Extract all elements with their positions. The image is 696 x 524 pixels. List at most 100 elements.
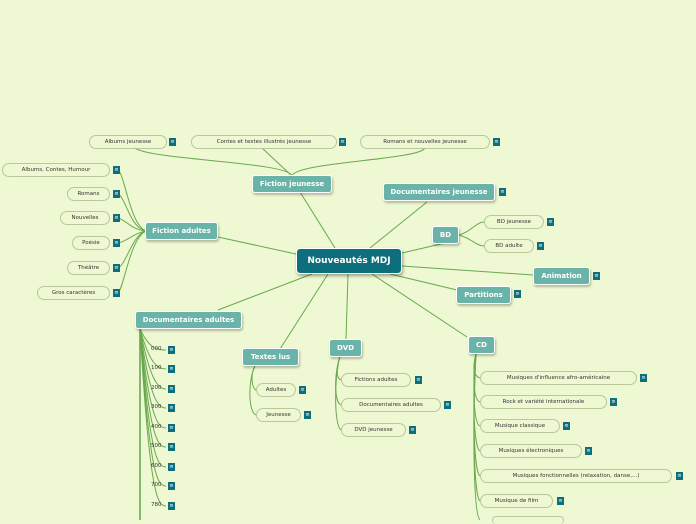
leaf-dvd-jeunesse[interactable]: DVD jeunesse	[341, 423, 406, 437]
leaf-label: 100	[151, 365, 162, 371]
branch-label: CD	[476, 341, 487, 349]
note-icon[interactable]: ≡	[113, 214, 120, 222]
note-icon[interactable]: ≡	[168, 385, 175, 393]
branch-documentaires-adultes[interactable]: Documentaires adultes	[135, 311, 242, 329]
leaf-doc-500[interactable]: 500	[151, 443, 162, 449]
leaf-label: Romans et nouvelles jeunesse	[383, 139, 467, 145]
leaf-label: Gros caractères	[51, 290, 96, 296]
note-icon[interactable]: ≡	[499, 188, 506, 196]
leaf-cd-electroniques[interactable]: Musiques électroniques	[480, 444, 582, 458]
note-icon[interactable]: ≡	[113, 239, 120, 247]
leaf-doc-000[interactable]: 000	[151, 346, 162, 352]
leaf-doc-100[interactable]: 100	[151, 365, 162, 371]
branch-fiction-jeunesse[interactable]: Fiction jeunesse	[252, 175, 332, 193]
note-icon[interactable]: ≡	[676, 472, 683, 480]
branch-textes-lus[interactable]: Textes lus	[242, 348, 299, 366]
leaf-doc-300[interactable]: 300	[151, 404, 162, 410]
leaf-label: 780	[151, 502, 162, 508]
branch-dvd[interactable]: DVD	[329, 339, 362, 357]
branch-label: Partitions	[464, 291, 503, 299]
leaf-romans-jeunesse[interactable]: Romans et nouvelles jeunesse	[360, 135, 490, 149]
branch-bd[interactable]: BD	[432, 226, 459, 244]
leaf-doc-700[interactable]: 700	[151, 482, 162, 488]
branch-label: Animation	[541, 272, 582, 280]
leaf-dvd-fictions-adultes[interactable]: Fictions adultes	[341, 373, 411, 387]
note-icon[interactable]: ≡	[168, 404, 175, 412]
branch-fiction-adultes[interactable]: Fiction adultes	[145, 222, 218, 240]
note-icon[interactable]: ≡	[415, 376, 422, 384]
note-icon[interactable]: ≡	[557, 497, 564, 505]
note-icon[interactable]: ≡	[168, 443, 175, 451]
leaf-label: Albums, Contes, Humour	[21, 167, 91, 173]
branch-animation[interactable]: Animation	[533, 267, 590, 285]
note-icon[interactable]: ≡	[304, 411, 311, 419]
note-icon[interactable]: ≡	[299, 386, 306, 394]
leaf-romans[interactable]: Romans	[67, 187, 110, 201]
leaf-label: Musiques électroniques	[498, 448, 564, 454]
leaf-label: Musique de film	[494, 498, 539, 504]
branch-label: Documentaires adultes	[142, 316, 235, 324]
leaf-theatre[interactable]: Théâtre	[67, 261, 110, 275]
leaf-textes-jeunesse[interactable]: Jeunesse	[256, 408, 301, 422]
note-icon[interactable]: ≡	[168, 482, 175, 490]
leaf-label: Poésie	[82, 240, 100, 246]
leaf-doc-200[interactable]: 200	[151, 385, 162, 391]
note-icon[interactable]: ≡	[547, 218, 554, 226]
leaf-bd-adulte[interactable]: BD adulte	[484, 239, 534, 253]
leaf-bd-jeunesse[interactable]: BD jeunesse	[484, 215, 544, 229]
leaf-cd-classique[interactable]: Musique classique	[480, 419, 560, 433]
leaf-label: Musiques d'influence afro-américaine	[506, 375, 611, 381]
note-icon[interactable]: ≡	[168, 463, 175, 471]
leaf-label: Jeunesse	[266, 412, 291, 418]
leaf-gros-caracteres[interactable]: Gros caractères	[37, 286, 110, 300]
leaf-dvd-documentaires-adultes[interactable]: Documentaires adultes	[341, 398, 441, 412]
leaf-cd-musique-de-film[interactable]: Musique de film	[480, 494, 553, 508]
note-icon[interactable]: ≡	[168, 502, 175, 510]
note-icon[interactable]: ≡	[563, 422, 570, 430]
leaf-cd-afro-americaine[interactable]: Musiques d'influence afro-américaine	[480, 371, 637, 385]
leaf-poesie[interactable]: Poésie	[72, 236, 110, 250]
leaf-label: Contes et textes illustrés jeunesse	[216, 139, 312, 145]
note-icon[interactable]: ≡	[168, 365, 175, 373]
note-icon[interactable]: ≡	[493, 138, 500, 146]
branch-label: Documentaires jeunesse	[390, 188, 488, 196]
leaf-label: Musiques fonctionnelles (relaxation, dan…	[512, 473, 640, 479]
leaf-cd-fonctionnelles[interactable]: Musiques fonctionnelles (relaxation, dan…	[480, 469, 672, 483]
note-icon[interactable]: ≡	[610, 398, 617, 406]
note-icon[interactable]: ≡	[113, 289, 120, 297]
leaf-cd-rock-variete[interactable]: Rock et variété internationale	[480, 395, 607, 409]
leaf-label: Adultes	[265, 387, 287, 393]
note-icon[interactable]: ≡	[113, 264, 120, 272]
leaf-doc-780[interactable]: 780	[151, 502, 162, 508]
note-icon[interactable]: ≡	[514, 290, 521, 298]
leaf-albums-jeunesse[interactable]: Albums jeunesse	[89, 135, 167, 149]
root-node[interactable]: Nouveautés MDJ	[296, 248, 402, 274]
note-icon[interactable]: ≡	[444, 401, 451, 409]
leaf-doc-600[interactable]: 600	[151, 463, 162, 469]
leaf-label: Albums jeunesse	[104, 139, 152, 145]
leaf-albums-contes-humour[interactable]: Albums, Contes, Humour	[2, 163, 110, 177]
note-icon[interactable]: ≡	[585, 447, 592, 455]
leaf-label: DVD jeunesse	[354, 427, 393, 433]
branch-partitions[interactable]: Partitions	[456, 286, 511, 304]
note-icon[interactable]: ≡	[113, 166, 120, 174]
leaf-textes-adultes[interactable]: Adultes	[256, 383, 296, 397]
leaf-label: Musique classique	[494, 423, 546, 429]
leaf-label: 600	[151, 463, 162, 469]
leaf-doc-400[interactable]: 400	[151, 424, 162, 430]
leaf-label: 000	[151, 346, 162, 352]
note-icon[interactable]: ≡	[409, 426, 416, 434]
leaf-label: BD jeunesse	[496, 219, 532, 225]
note-icon[interactable]: ≡	[593, 272, 600, 280]
branch-documentaires-jeunesse[interactable]: Documentaires jeunesse	[383, 183, 495, 201]
leaf-nouvelles[interactable]: Nouvelles	[60, 211, 110, 225]
note-icon[interactable]: ≡	[339, 138, 346, 146]
note-icon[interactable]: ≡	[169, 138, 176, 146]
note-icon[interactable]: ≡	[113, 190, 120, 198]
leaf-contes-jeunesse[interactable]: Contes et textes illustrés jeunesse	[191, 135, 337, 149]
note-icon[interactable]: ≡	[168, 346, 175, 354]
note-icon[interactable]: ≡	[640, 374, 647, 382]
note-icon[interactable]: ≡	[168, 424, 175, 432]
branch-cd[interactable]: CD	[468, 336, 495, 354]
note-icon[interactable]: ≡	[537, 242, 544, 250]
